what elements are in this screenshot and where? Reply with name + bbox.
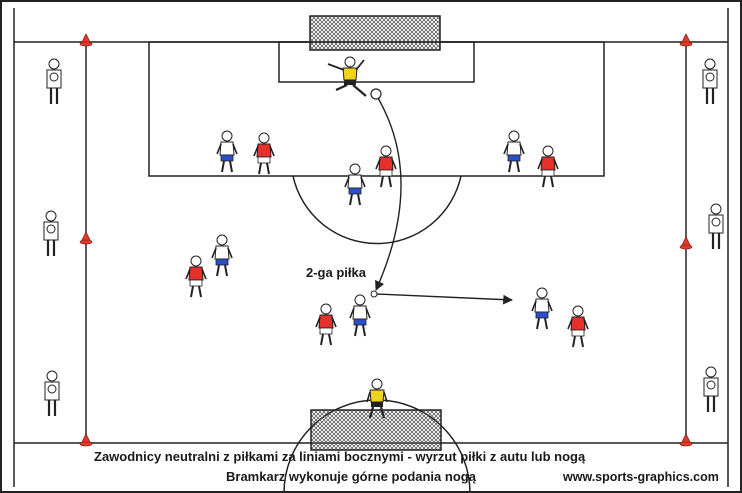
caption-line-1: Zawodnicy neutralni z piłkami za liniami… xyxy=(94,449,586,464)
caption-line-2: Bramkarz wykonuje górne podania nogą xyxy=(226,469,477,484)
pass-arrow xyxy=(375,293,513,305)
top-goal-net xyxy=(309,15,441,51)
ball xyxy=(370,88,382,100)
second-ball xyxy=(370,290,378,298)
ball-label: 2-ga piłka xyxy=(306,265,367,280)
penalty-arc-top xyxy=(292,175,462,245)
goalkeeper-top xyxy=(327,56,367,97)
credit-text: www.sports-graphics.com xyxy=(562,470,719,484)
bottom-goal-net xyxy=(310,409,442,451)
goalkeeper-bottom xyxy=(366,378,388,419)
pass-trajectory xyxy=(375,97,402,291)
